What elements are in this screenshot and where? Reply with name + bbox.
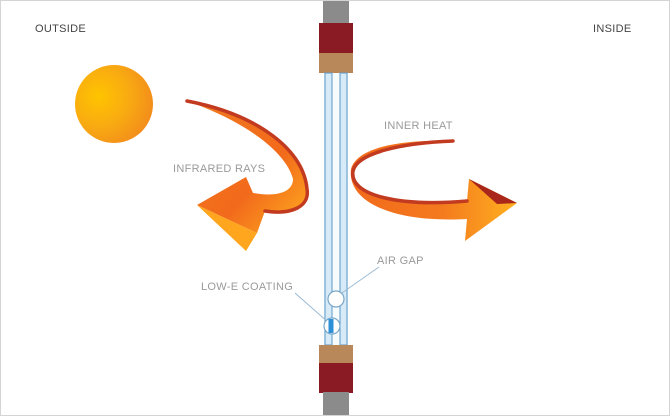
inside-label: INSIDE [593,23,632,35]
window-bottom-frame-seal [319,363,353,393]
low-e-leader-line [294,292,330,324]
curved-arrow-right-icon [350,139,517,241]
low-e-coating-layer [328,319,334,333]
air-gap-leader-line [338,266,380,296]
air-gap-marker [327,290,345,308]
window-bottom-pipe [323,392,349,415]
air-gap-space [332,73,340,345]
curved-arrow-left-icon [185,99,309,251]
inner-heat-label: INNER HEAT [384,120,453,132]
outside-label: OUTSIDE [35,23,86,35]
window-top-frame-seal [319,23,353,55]
air-gap-label: AIR GAP [377,255,424,267]
sun-icon [75,65,153,143]
infrared-rays-label: INFRARED RAYS [173,163,266,175]
window-bottom-frame-spacer [319,345,353,365]
window-top-pipe [323,1,349,25]
window-top-frame-spacer [319,53,353,73]
low-e-coating-label: LOW-E COATING [201,281,294,293]
